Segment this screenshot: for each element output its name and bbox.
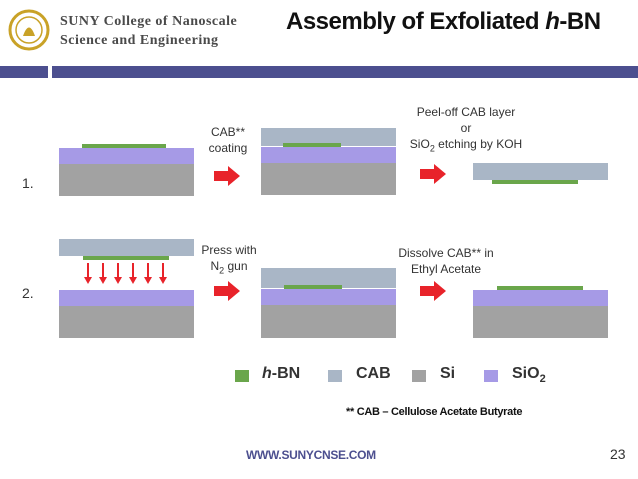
dissolve-label: Dissolve CAB** in Ethyl Acetate — [384, 245, 508, 277]
cab-coating-label: CAB** coating — [204, 124, 252, 156]
si-layer — [261, 305, 396, 338]
row1-number: 1. — [22, 175, 34, 191]
sio2-layer — [261, 289, 396, 305]
cab-layer — [473, 163, 608, 180]
press-line1: Press with — [201, 243, 257, 257]
cab-layer — [59, 239, 194, 256]
press-line2-b: gun — [224, 259, 248, 273]
peel-line2: or — [460, 121, 472, 135]
legend-label-si: Si — [440, 365, 456, 382]
title-part2: -BN — [559, 8, 601, 35]
peel-line3: SiO2 etching by KOH — [396, 136, 536, 156]
legend-swatch-hbn — [235, 370, 249, 382]
row2-number: 2. — [22, 285, 34, 301]
si-layer — [473, 306, 608, 338]
sio2-layer — [473, 290, 608, 306]
title-italic: h — [545, 8, 560, 35]
header-bar-left — [0, 66, 48, 78]
dissolve-line1: Dissolve CAB** in — [398, 246, 494, 260]
si-layer — [261, 163, 396, 195]
legend-sio2-sub: 2 — [539, 373, 546, 386]
logo-line2: Science and Engineering — [60, 33, 219, 48]
legend-hbn-rest: -BN — [271, 365, 301, 382]
arrow-right-icon — [420, 164, 446, 184]
si-layer — [59, 306, 194, 338]
press-line2: N2 gun — [196, 258, 262, 278]
title-part1: Assembly of Exfoliated — [286, 8, 546, 35]
down-arrows-icon — [84, 263, 167, 284]
press-line2-a: N — [210, 259, 220, 273]
cab-coating-line2: coating — [208, 141, 248, 155]
press-line2-sub: 2 — [219, 265, 225, 276]
legend-hbn-italic: h — [262, 365, 272, 382]
legend-swatch-cab — [328, 370, 342, 382]
sio2-layer — [59, 148, 194, 164]
sio2-layer — [59, 290, 194, 306]
logo: SUNY College of Nanoscale Science and En… — [4, 4, 237, 51]
dissolve-line2: Ethyl Acetate — [410, 262, 482, 276]
legend-sio2-a: SiO — [512, 365, 540, 382]
legend-label-sio2: SiO2 — [512, 365, 546, 385]
legend-label-cab: CAB — [356, 365, 391, 382]
cab-coating-line1: CAB** — [210, 125, 245, 139]
cab-layer — [261, 128, 396, 146]
page-number: 23 — [610, 446, 626, 462]
page-title: Assembly of Exfoliated h-BN — [286, 8, 601, 36]
press-label: Press with N2 gun — [196, 242, 262, 278]
seal-icon — [8, 9, 50, 51]
legend-label-hbn: h-BN — [262, 365, 300, 383]
si-layer — [59, 164, 194, 196]
peel-line3-a: SiO — [409, 137, 430, 151]
peel-off-label: Peel-off CAB layer or SiO2 etching by KO… — [396, 104, 536, 156]
footer-url[interactable]: WWW.SUNYCNSE.COM — [246, 448, 376, 462]
footnote: ** CAB – Cellulose Acetate Butyrate — [346, 406, 523, 418]
arrow-right-icon — [214, 281, 240, 301]
hbn-layer — [497, 286, 583, 290]
hbn-layer — [82, 144, 166, 148]
legend-swatch-si — [412, 370, 426, 382]
sio2-layer — [261, 147, 396, 163]
arrow-right-icon — [420, 281, 446, 301]
peel-line3-b: etching by KOH — [434, 137, 523, 151]
legend-swatch-sio2 — [484, 370, 498, 382]
hbn-layer — [492, 180, 578, 184]
header-bar-right — [52, 66, 638, 78]
logo-line1: SUNY College of Nanoscale — [60, 14, 238, 29]
peel-line3-sub: 2 — [429, 143, 435, 154]
hbn-layer — [83, 256, 169, 260]
hbn-layer — [284, 285, 342, 289]
hbn-layer — [283, 143, 341, 147]
cab-layer — [261, 268, 396, 288]
peel-line1: Peel-off CAB layer — [416, 105, 516, 119]
arrow-right-icon — [214, 166, 240, 186]
